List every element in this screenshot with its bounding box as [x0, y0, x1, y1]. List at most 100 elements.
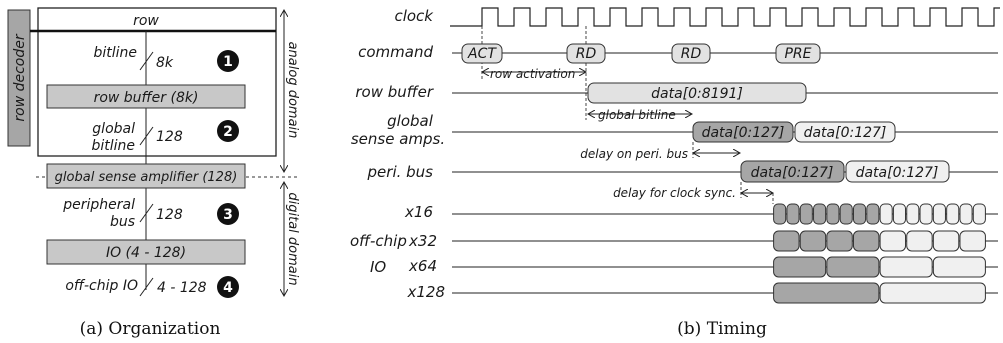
- signal-label-command: command: [358, 43, 433, 61]
- x16-burst-segment: [946, 203, 960, 225]
- x16-burst-segment: [919, 203, 933, 225]
- x32-burst-segment: [932, 230, 960, 252]
- burst-x32: [773, 230, 986, 252]
- marker-2: [217, 120, 239, 142]
- x32-burst-segment: [773, 230, 800, 252]
- signal-label-clock: clock: [394, 7, 434, 25]
- row-buffer-data: [587, 82, 807, 104]
- caption-organization: (a) Organization: [80, 319, 221, 339]
- x16-burst-segment: [826, 203, 840, 225]
- x32-burst-segment: [852, 230, 880, 252]
- digital-domain-label: digital domain: [285, 192, 300, 285]
- gsa-block: [46, 163, 246, 189]
- svg-text:3: 3: [223, 207, 233, 223]
- x16-burst-segment: [959, 203, 973, 225]
- delay-peri-bus-label: delay on peri. bus: [580, 147, 688, 161]
- command-rd-1-label: RD: [576, 46, 597, 62]
- signal-label-offchip-2: IO: [370, 258, 386, 276]
- offchip-io-label: off-chip IO: [65, 278, 138, 294]
- offchip-width: 4 - 128: [157, 280, 207, 296]
- bitline-label: bitline: [93, 45, 137, 61]
- command-act: [461, 43, 503, 64]
- delay-clock-sync-label: delay for clock sync.: [613, 186, 736, 200]
- svg-text:4: 4: [223, 280, 233, 296]
- x128-burst-segment: [879, 282, 986, 304]
- gsa-data-1: [692, 121, 794, 143]
- command-pre-label: PRE: [784, 46, 811, 62]
- peripheral-bus-slash: [139, 203, 154, 223]
- x64-burst-segment: [826, 256, 880, 278]
- gsa-data-1-label: data[0:127]: [702, 125, 785, 141]
- signal-label-peri-bus: peri. bus: [367, 163, 434, 181]
- marker-4: [217, 276, 239, 298]
- bitline-width: 8k: [156, 55, 174, 71]
- peripheral-bus-label-2: bus: [110, 214, 135, 230]
- row-buffer-block: [46, 84, 246, 109]
- signal-label-offchip-1: off-chip: [350, 232, 407, 250]
- peri-data-1-label: data[0:127]: [751, 165, 834, 181]
- global-bitline-slash: [139, 126, 154, 146]
- x16-burst-segment: [799, 203, 813, 225]
- x128-burst-segment: [773, 282, 880, 304]
- peri-data-2: [845, 160, 950, 183]
- signal-label-x16: x16: [404, 203, 433, 221]
- x16-burst-segment: [906, 203, 920, 225]
- x32-burst-segment: [879, 230, 907, 252]
- peri-data-2-label: data[0:127]: [856, 165, 939, 181]
- x16-burst-segment: [932, 203, 946, 225]
- row-activation-label: row activation: [490, 67, 575, 81]
- marker-3: [217, 203, 239, 225]
- command-act-label: ACT: [467, 46, 497, 62]
- global-bitline-label-2: bitline: [91, 138, 135, 154]
- peripheral-bus-width: 128: [156, 207, 183, 223]
- caption-timing: (b) Timing: [677, 319, 767, 339]
- gsa-data-2-label: data[0:127]: [804, 125, 887, 141]
- gsa-label: global sense amplifier (128): [55, 170, 238, 185]
- signal-label-x64: x64: [408, 257, 437, 275]
- x16-burst-segment: [879, 203, 893, 225]
- row-buffer-label: row buffer (8k): [94, 90, 199, 106]
- analog-domain-label: analog domain: [285, 42, 300, 139]
- svg-text:1: 1: [223, 54, 233, 70]
- organization-panel: row decoder row bitline 8k 1 row buffer …: [7, 7, 300, 339]
- svg-text:2: 2: [223, 124, 233, 140]
- command-rd-2-label: RD: [681, 46, 702, 62]
- x64-burst-segment: [879, 256, 933, 278]
- x16-burst-segment: [786, 203, 800, 225]
- memory-array-box: [37, 7, 277, 157]
- command-rd-2: [671, 43, 711, 64]
- clock-waveform: [450, 7, 1000, 27]
- x16-burst-segment: [813, 203, 827, 225]
- global-bitline-label-1: global: [92, 121, 135, 137]
- bitline-slash: [139, 51, 154, 71]
- row-label: row: [133, 13, 159, 29]
- burst-x64: [773, 256, 986, 278]
- x16-burst-segment: [892, 203, 907, 225]
- x16-burst-segment: [773, 203, 787, 225]
- offchip-slash: [139, 277, 154, 297]
- signal-label-row-buffer: row buffer: [355, 83, 433, 101]
- x64-burst-segment: [932, 256, 986, 278]
- x32-burst-segment: [906, 230, 933, 252]
- burst-x16: [773, 203, 986, 225]
- row-buffer-data-label: data[0:8191]: [651, 86, 743, 102]
- row-decoder-block: [7, 9, 31, 147]
- timing-panel: clock command row buffer global sense am…: [350, 7, 1000, 339]
- x64-burst-segment: [773, 256, 827, 278]
- io-block: [46, 239, 246, 265]
- x32-burst-segment: [799, 230, 827, 252]
- x16-burst-segment: [866, 203, 880, 225]
- row-decoder-label: row decoder: [12, 33, 28, 121]
- command-pre: [775, 43, 821, 64]
- x16-burst-segment: [839, 203, 853, 225]
- gsa-data-2: [794, 121, 896, 143]
- x32-burst-segment: [959, 230, 986, 252]
- x16-burst-segment: [852, 203, 867, 225]
- signal-label-x32: x32: [408, 232, 437, 250]
- peri-data-1: [740, 160, 845, 183]
- peripheral-bus-label-1: peripheral: [62, 197, 135, 213]
- x32-burst-segment: [826, 230, 853, 252]
- global-bitline-annotation: global bitline: [598, 108, 676, 122]
- signal-label-x128: x128: [406, 283, 445, 301]
